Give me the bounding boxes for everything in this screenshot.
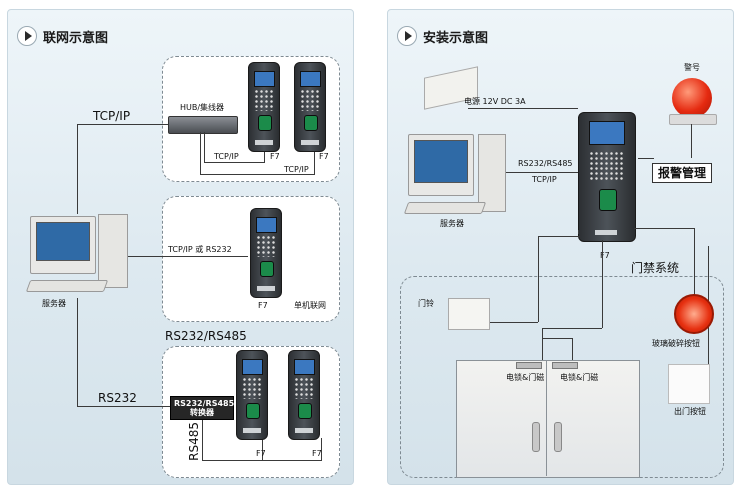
f7-terminal-main — [578, 112, 636, 242]
rs232-trunk-wire — [77, 298, 78, 406]
glass-wire-h — [634, 228, 694, 229]
rs232-rs485-converter: RS232/RS485 转换器 — [170, 396, 235, 421]
f7-terminal-d — [236, 350, 268, 440]
door-handle-right — [554, 422, 562, 452]
tcpip-or-rs232-label: TCP/IP 或 RS232 — [168, 245, 232, 254]
rs485-wire-bottom — [202, 460, 322, 461]
server-monitor — [30, 216, 96, 274]
doorbell-wire-v — [538, 236, 539, 322]
server-tower — [98, 214, 128, 288]
alarm-wire-h — [638, 158, 654, 159]
f7-c-label: F7 — [258, 301, 268, 310]
hub-switch-image — [168, 116, 238, 134]
lock-wire-v — [602, 240, 603, 328]
alarm-signal-label: 警号 — [684, 63, 700, 72]
glass-wire-v — [694, 228, 695, 298]
server-keyboard — [403, 202, 487, 214]
rs485-label: RS485 — [187, 422, 201, 461]
f7-a-label: F7 — [270, 152, 280, 161]
doorbell-wire-h1 — [538, 236, 580, 237]
installation-diagram-title: 安装示意图 — [423, 30, 489, 46]
alarm-wire — [691, 124, 692, 158]
tcpip-a-label: TCP/IP — [214, 152, 239, 161]
f7-terminal-b — [294, 62, 326, 152]
tcpip-top-label: TCP/IP — [93, 109, 131, 123]
converter-line-1: RS232/RS485 — [174, 399, 235, 408]
server-label: 服务器 — [42, 299, 66, 308]
doorbell-image — [448, 298, 490, 330]
server-wire — [506, 172, 578, 173]
device-wire-a — [578, 230, 579, 234]
rs232-label: RS232 — [98, 391, 137, 405]
lock-left-label: 电锁&门磁 — [506, 373, 545, 382]
access-system-label: 门禁系统 — [628, 262, 683, 274]
power-label: 电源 12V DC 3A — [464, 97, 526, 106]
rs232-horizontal-wire — [77, 406, 171, 407]
lock-wire-h — [542, 328, 602, 329]
hub-wire-b — [200, 132, 201, 174]
installation-diagram-header: 安装示意图 — [397, 26, 488, 46]
alarm-siren-icon — [672, 78, 712, 118]
maglock-right — [552, 362, 578, 369]
glass-break-label: 玻璃破碎按钮 — [652, 339, 700, 348]
rs485-wire-down — [202, 420, 203, 460]
tcpip-b-label: TCP/IP — [284, 165, 309, 174]
hub-wire-a — [204, 132, 205, 162]
door-handle-left — [532, 422, 540, 452]
lock-wire-right-v — [572, 338, 573, 364]
converter-line-2: 转换器 — [190, 408, 214, 418]
f7-e-label: F7 — [312, 449, 322, 458]
network-diagram-panel: 联网示意图 HUB/集线器 TCP/IP TCP/IP TCP/IP F7 F7… — [7, 9, 354, 485]
doorbell-wire-h2 — [488, 322, 538, 323]
tcpip-label: TCP/IP — [532, 175, 557, 184]
server-keyboard — [25, 280, 109, 292]
doorbell-label: 门铃 — [418, 299, 434, 308]
hub-label: HUB/集线器 — [180, 103, 225, 112]
rs485-wire-d — [321, 438, 322, 460]
server-monitor — [408, 134, 474, 196]
maglock-left — [516, 362, 542, 369]
door-frame — [456, 360, 640, 478]
tcpip-trunk-wire — [77, 124, 78, 214]
lock-wire-down — [542, 328, 543, 364]
f7-d-label: F7 — [256, 449, 266, 458]
exit-button-image — [668, 364, 710, 404]
exit-button-label: 出门按钮 — [674, 407, 706, 416]
tcpip-horizontal-wire — [77, 124, 171, 125]
play-arrow-icon — [397, 26, 417, 46]
installation-diagram-panel: 安装示意图 电源 12V DC 3A 警号 报警管理 服务器 RS232/RS4… — [387, 9, 734, 485]
play-arrow-icon — [17, 26, 37, 46]
rs485-wire-c — [262, 438, 263, 460]
hub-wire-a-up — [264, 150, 265, 163]
door-split — [546, 360, 547, 476]
server-label: 服务器 — [440, 219, 464, 228]
network-diagram-title: 联网示意图 — [43, 30, 109, 46]
f7-terminal-a — [248, 62, 280, 152]
network-diagram-header: 联网示意图 — [17, 26, 108, 46]
f7-main-label: F7 — [600, 251, 610, 260]
hub-wire-a-h — [204, 162, 264, 163]
f7-terminal-e — [288, 350, 320, 440]
f7-b-label: F7 — [319, 152, 329, 161]
rs232-rs485-title: RS232/RS485 — [165, 329, 247, 343]
lock-right-label: 电锁&门磁 — [560, 373, 599, 382]
f7-terminal-c — [250, 208, 282, 298]
alarm-management-label: 报警管理 — [652, 163, 713, 183]
hub-wire-b-up — [314, 150, 315, 175]
rs232-rs485-label: RS232/RS485 — [518, 159, 573, 168]
standalone-wire — [128, 256, 248, 257]
lock-wire-right-h — [542, 338, 572, 339]
glass-break-button-icon — [674, 294, 714, 334]
power-wire — [468, 108, 578, 109]
hub-wire-b-h — [200, 174, 314, 175]
alarm-siren-base — [669, 114, 717, 125]
standalone-label: 单机联网 — [294, 301, 326, 310]
server-tower — [478, 134, 506, 212]
